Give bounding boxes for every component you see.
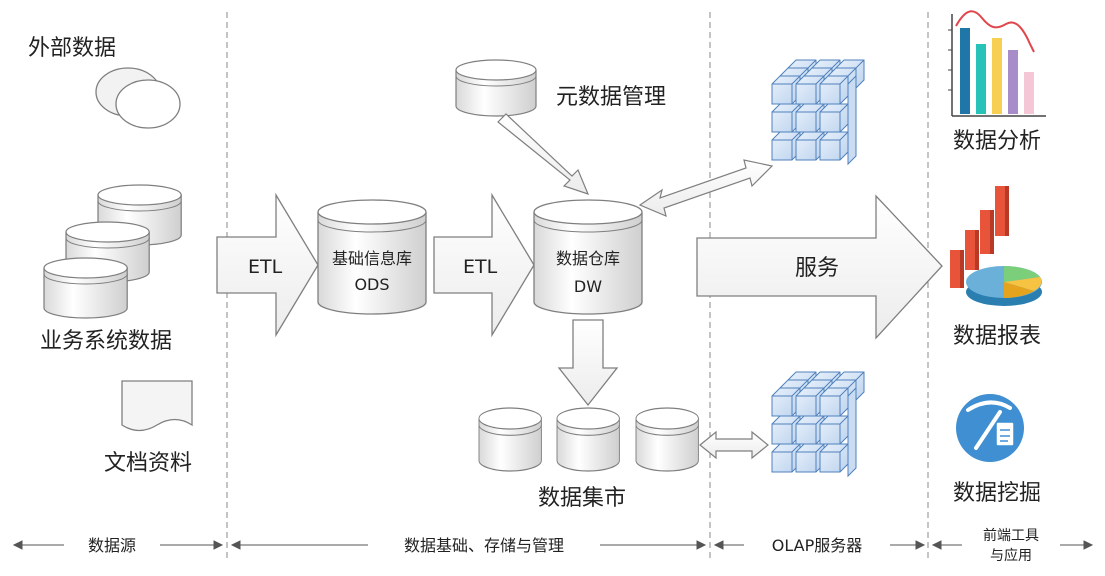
mining-icon (956, 394, 1024, 462)
dw-to-mart-arrow (557, 319, 619, 407)
external-data-label: 外部数据 (28, 36, 116, 61)
metadata-database-icon (455, 59, 537, 117)
external-data-icon (95, 67, 181, 129)
olap-cube-top-icon (772, 60, 864, 164)
section-olap-label: OLAP服务器 (772, 536, 862, 555)
mining-label: 数据挖掘 (953, 481, 1041, 506)
ods-database-icon (317, 199, 427, 315)
ods-label-line1: 基础信息库 (332, 249, 412, 268)
section-data-source-label: 数据源 (88, 536, 136, 555)
section-storage-label: 数据基础、存储与管理 (404, 536, 564, 555)
metadata-to-dw-arrow (497, 113, 590, 195)
data-mart-icons (478, 407, 700, 472)
etl-label-1: ETL (248, 256, 283, 278)
section-frontend-label-line1: 前端工具 (983, 527, 1039, 544)
business-system-db-icon (43, 184, 182, 319)
report-chart-icon (950, 186, 1042, 306)
document-data-label: 文档资料 (104, 451, 192, 476)
report-label: 数据报表 (953, 324, 1041, 349)
analysis-label: 数据分析 (953, 129, 1041, 154)
dw-database-icon (533, 199, 643, 315)
ods-label-line2: ODS (354, 275, 389, 294)
service-label: 服务 (795, 256, 839, 281)
analysis-chart-icon (948, 10, 1046, 117)
olap-cube-bottom-icon (772, 372, 864, 476)
service-arrow (696, 194, 943, 340)
dw-label-line1: 数据仓库 (556, 249, 620, 268)
dw-label-line2: DW (574, 277, 602, 296)
metadata-label: 元数据管理 (556, 85, 666, 110)
dw-olap-bidirectional-arrow (638, 159, 774, 218)
etl-arrow-1 (216, 192, 319, 338)
etl-arrow-2 (433, 192, 535, 338)
mart-olap-bidirectional-arrow (699, 430, 769, 460)
section-frontend-label-line2: 与应用 (990, 547, 1032, 564)
document-icon (121, 380, 193, 432)
etl-label-2: ETL (463, 256, 498, 278)
section-legend (12, 540, 1094, 550)
data-mart-label: 数据集市 (538, 486, 626, 511)
business-system-data-label: 业务系统数据 (40, 329, 172, 354)
